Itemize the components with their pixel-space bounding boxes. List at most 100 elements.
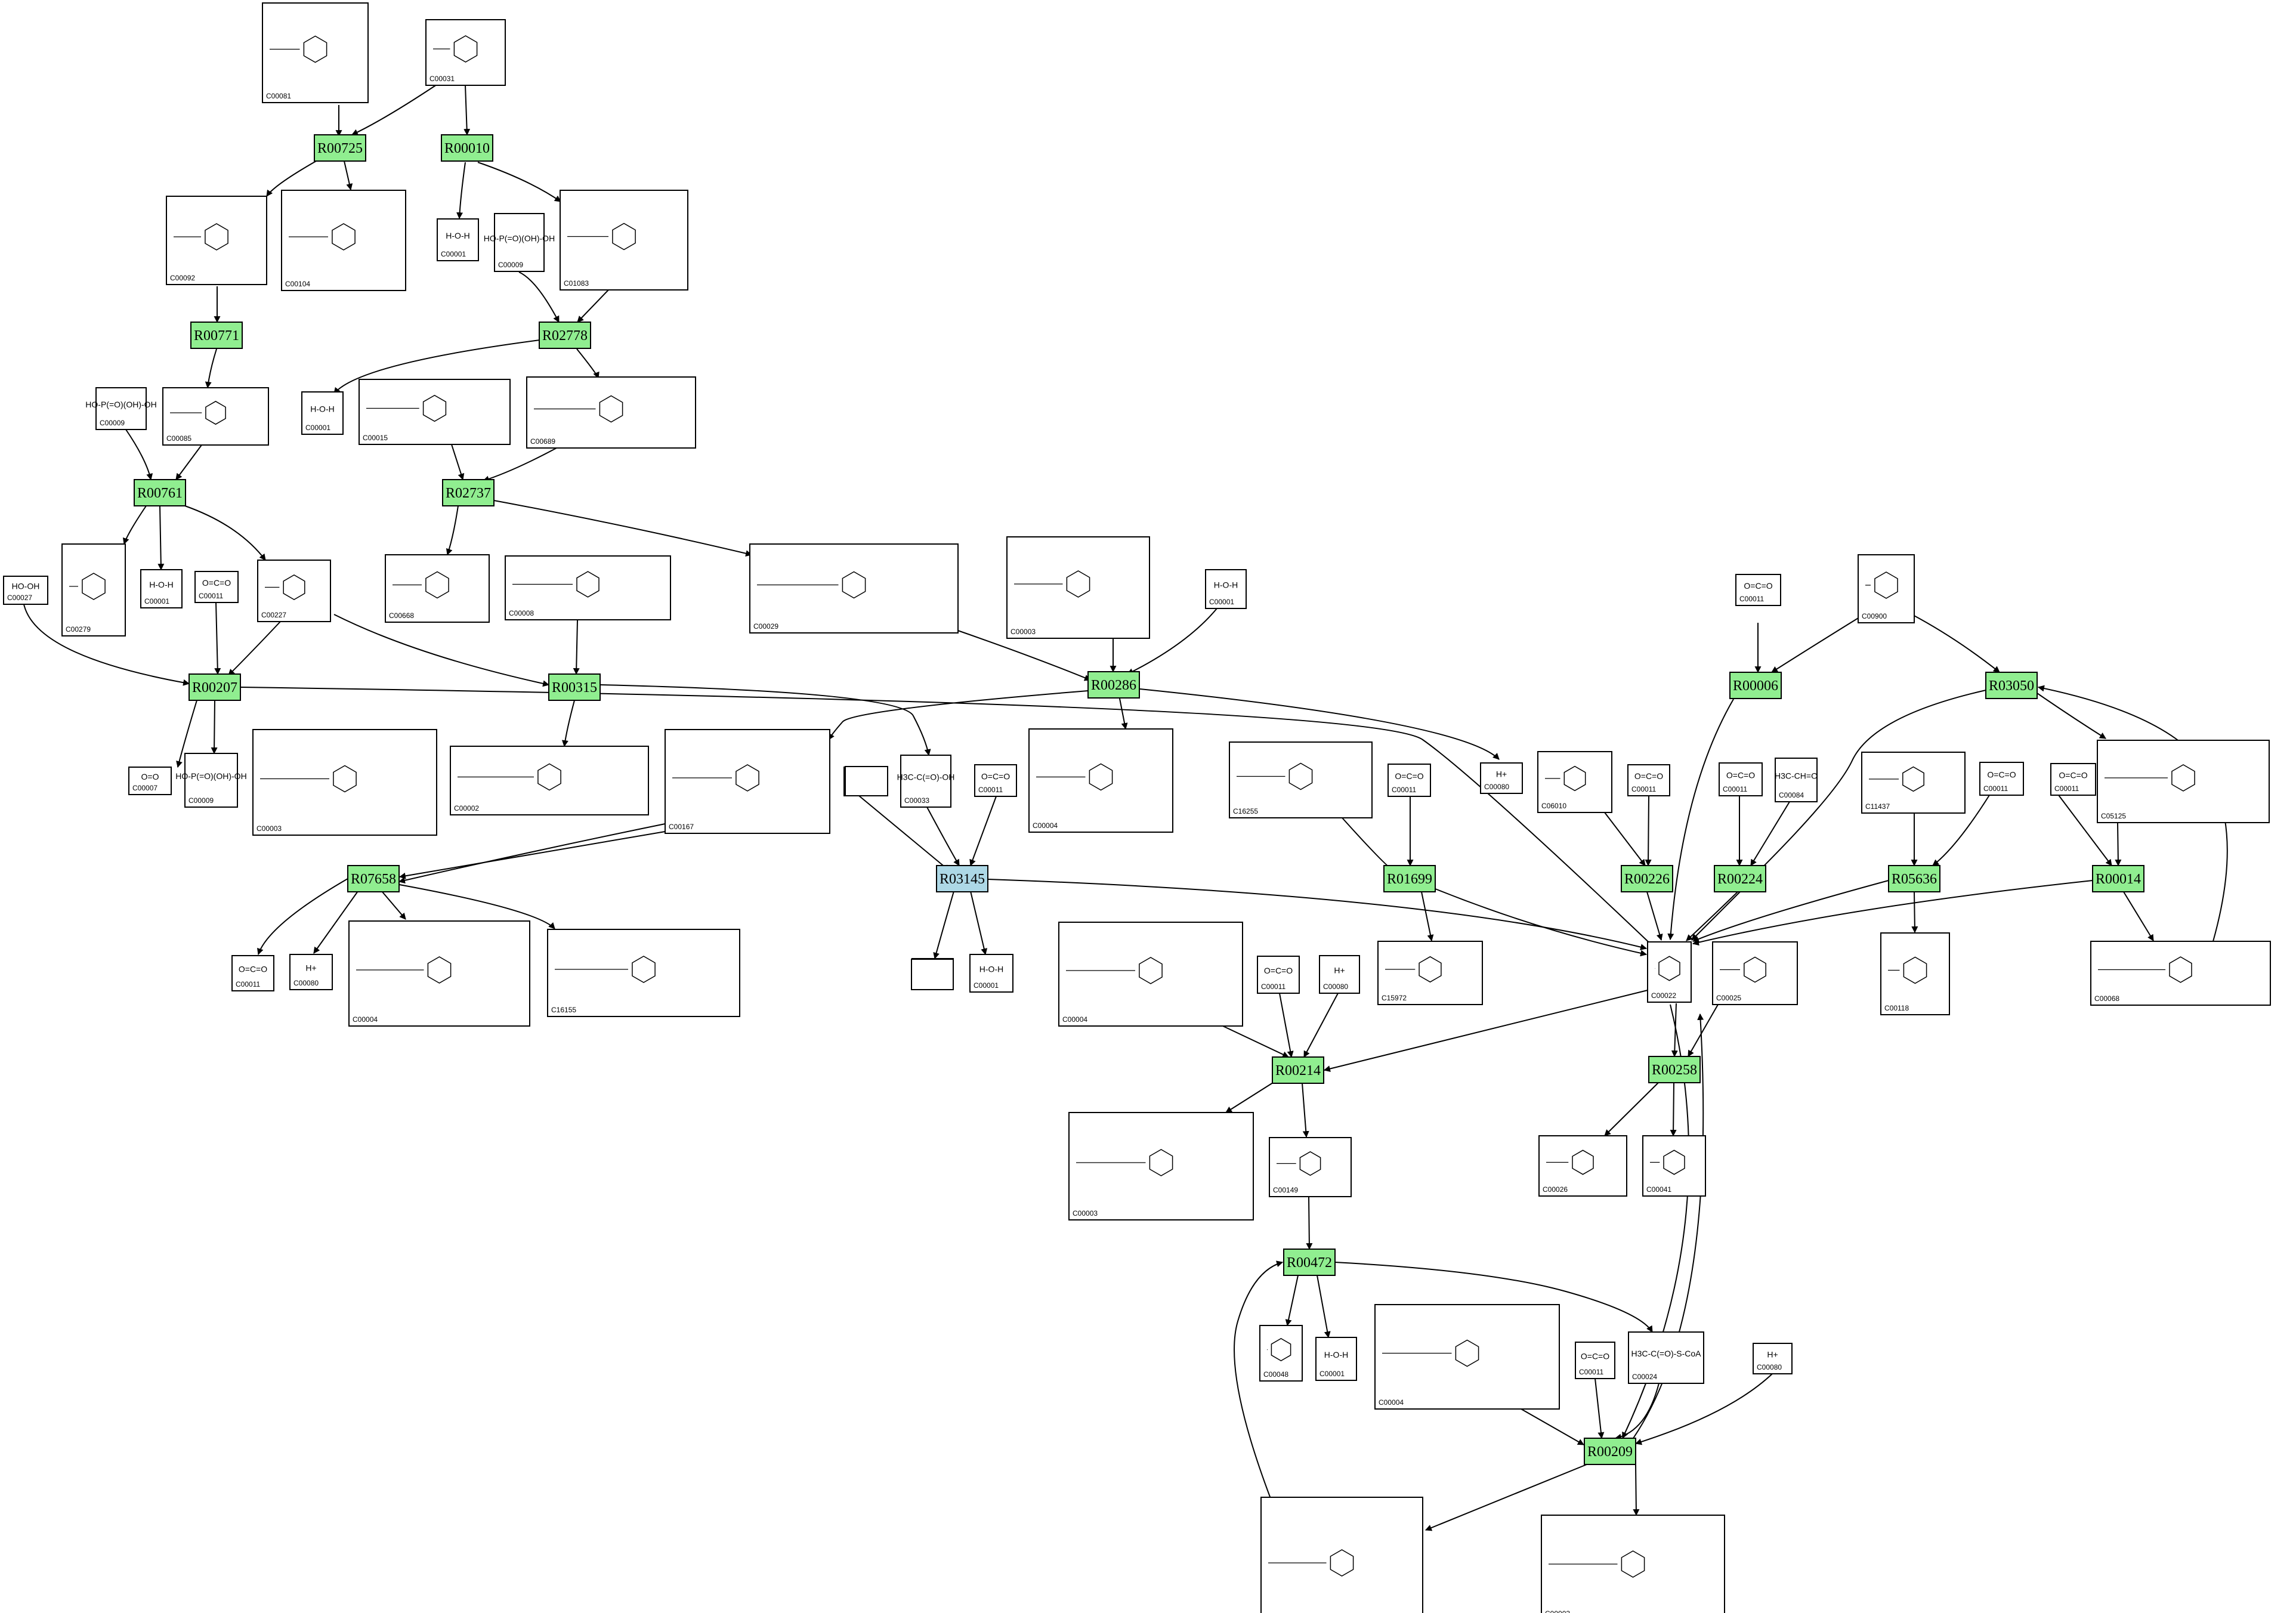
reaction-r02778[interactable]: R02778 [539, 322, 591, 349]
reaction-r05636[interactable]: R05636 [1888, 865, 1940, 892]
compound-c00689[interactable]: C00689 [526, 376, 696, 449]
compound-c00081[interactable]: C00081 [262, 2, 369, 103]
reaction-r00214[interactable]: R00214 [1272, 1056, 1324, 1084]
compound-c00227[interactable]: C00227 [257, 560, 331, 622]
compound-c00029[interactable]: C00029 [749, 543, 959, 634]
compound-c00279[interactable]: C00279 [61, 543, 126, 636]
edge-r02778-to-c00689 [576, 348, 600, 379]
reaction-r00006[interactable]: R00006 [1729, 672, 1782, 699]
compound-c00008[interactable]: C00008 [505, 555, 671, 620]
compound-c00026[interactable]: C00026 [1538, 1135, 1627, 1197]
compound-box [61, 543, 126, 636]
compound-c00080[interactable]: H+C00080 [1753, 1343, 1793, 1374]
compound-box [749, 543, 959, 634]
compound-c00004[interactable]: C00004 [1374, 1304, 1560, 1410]
compound-c00025[interactable]: C00025 [1712, 941, 1798, 1005]
compound-c00031[interactable]: C00031 [425, 19, 506, 86]
reaction-r00771[interactable]: R00771 [190, 322, 243, 349]
compound-c00041[interactable]: C00041 [1642, 1135, 1706, 1197]
reaction-label: R07658 [351, 872, 396, 887]
compound-c00092[interactable]: C00092 [166, 196, 267, 285]
compound-structure-label: H3C-CH=O [1775, 771, 1818, 781]
reaction-r00258[interactable]: R00258 [1648, 1056, 1701, 1083]
reaction-r00014[interactable]: R00014 [2092, 865, 2144, 892]
reaction-r03145[interactable]: R03145 [936, 865, 988, 892]
compound-c00004[interactable]: C00004 [1028, 728, 1173, 833]
compound-c00080[interactable]: H+C00080 [289, 954, 333, 990]
reaction-r01699[interactable]: R01699 [1383, 865, 1436, 892]
compound-c00004[interactable]: C00004 [1058, 922, 1243, 1027]
blank-compound-bottom[interactable] [911, 959, 954, 990]
compound-c01083[interactable]: C01083 [560, 190, 688, 291]
reaction-r07658[interactable]: R07658 [347, 865, 400, 892]
compound-c00085[interactable]: C00085 [162, 387, 269, 446]
compound-c00167[interactable]: C00167 [665, 729, 830, 834]
compound-c00003[interactable]: C00003 [1541, 1515, 1725, 1613]
compound-c00003[interactable]: C00003 [252, 729, 437, 836]
compound-c00002[interactable]: C00002 [450, 746, 649, 815]
blank-compound-top[interactable] [845, 766, 888, 796]
compound-c00149[interactable]: C00149 [1269, 1137, 1352, 1197]
compound-c00004[interactable]: C00004 [348, 920, 530, 1027]
compound-structure-label: HO-P(=O)(OH)-OH [175, 771, 246, 781]
compound-c00118[interactable]: C00118 [1880, 932, 1950, 1015]
compound-c00022[interactable]: C00022 [1647, 941, 1692, 1003]
reaction-r00286[interactable]: R00286 [1087, 671, 1140, 699]
reaction-r00226[interactable]: R00226 [1621, 865, 1673, 892]
compound-c00068[interactable]: C00068 [2090, 941, 2271, 1006]
compound-c00010[interactable]: C00010 [1260, 1497, 1423, 1613]
reaction-r00224[interactable]: R00224 [1714, 865, 1766, 892]
reaction-r00209[interactable]: R00209 [1584, 1438, 1636, 1465]
reaction-r00207[interactable]: R00207 [188, 673, 241, 701]
compound-c06010[interactable]: C06010 [1537, 751, 1612, 813]
reaction-r00761[interactable]: R00761 [134, 479, 186, 506]
reaction-r00472[interactable]: R00472 [1283, 1249, 1336, 1276]
compound-c00080[interactable]: H+C00080 [1319, 955, 1360, 994]
reaction-r02737[interactable]: R02737 [442, 479, 495, 506]
compound-c05125[interactable]: C05125 [2097, 740, 2270, 823]
reaction-r03050[interactable]: R03050 [1985, 672, 2038, 699]
reaction-r00315[interactable]: R00315 [548, 673, 601, 701]
compound-c00900[interactable]: C00900 [1858, 554, 1915, 623]
compound-c15972[interactable]: C15972 [1377, 941, 1483, 1005]
compound-c00104[interactable]: C00104 [281, 190, 406, 291]
compound-c00080[interactable]: H+C00080 [1480, 762, 1523, 794]
compound-c00668[interactable]: C00668 [385, 554, 490, 623]
reaction-r00725[interactable]: R00725 [314, 134, 366, 162]
compound-c00003[interactable]: C00003 [1006, 536, 1150, 639]
compound-c00048[interactable]: C00048 [1259, 1325, 1303, 1382]
compound-c00015[interactable]: C00015 [359, 379, 511, 445]
molecule-ring-icon [1874, 571, 1898, 599]
compound-c00003[interactable]: C00003 [1068, 1112, 1254, 1220]
edge-r00209-to-c00010 [1424, 1464, 1587, 1531]
reaction-r00010[interactable]: R00010 [441, 134, 493, 162]
compound-c11437[interactable]: C11437 [1861, 752, 1966, 814]
compound-c16155[interactable]: C16155 [547, 929, 740, 1017]
compound-c16255[interactable]: C16255 [1229, 741, 1373, 818]
